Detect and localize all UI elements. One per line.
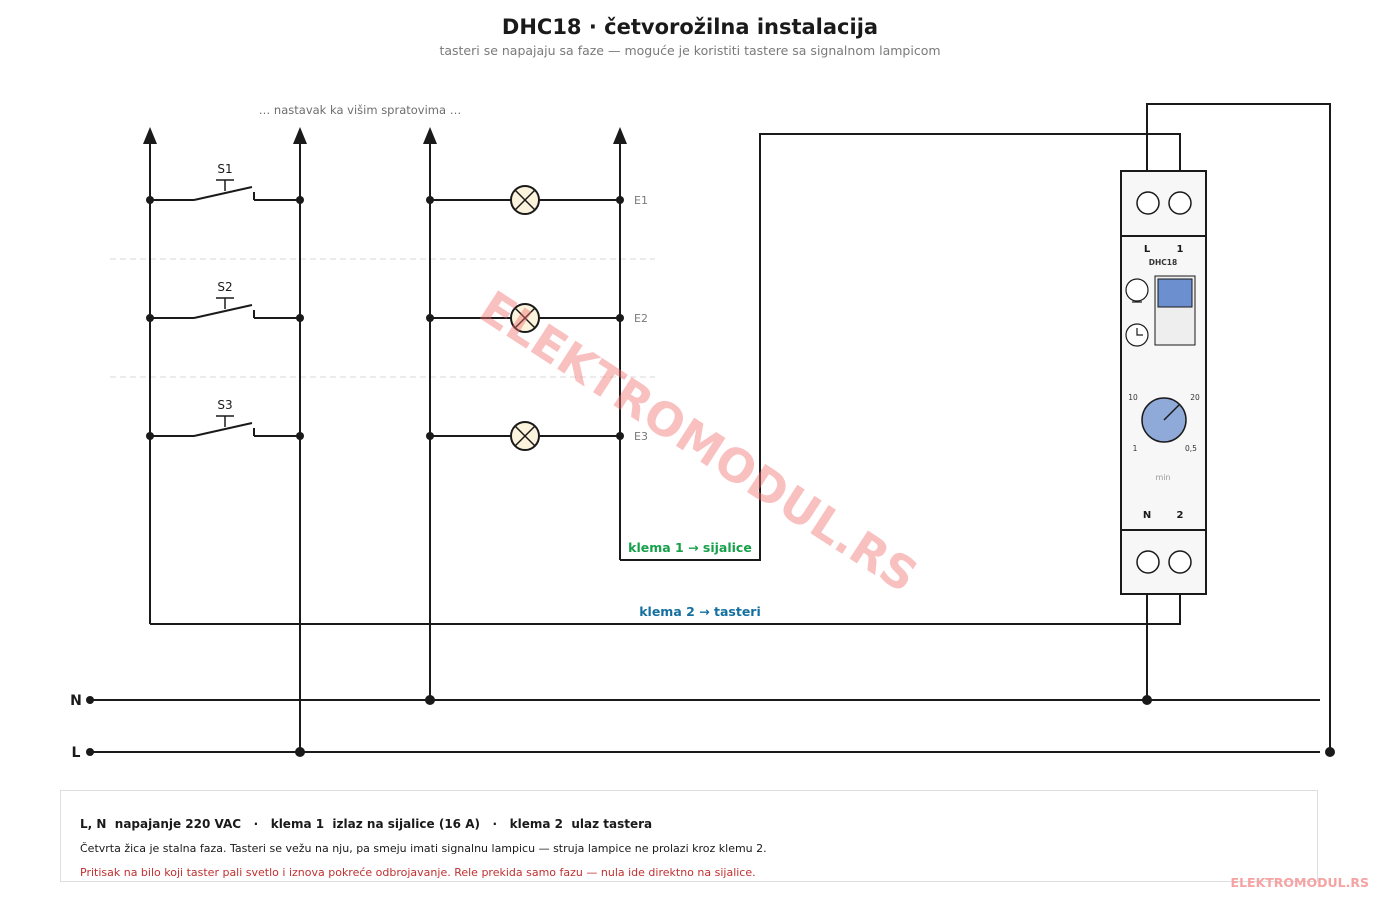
footer-brand: ELEKTROMODUL.RS (1230, 875, 1369, 890)
lamp-e1: E1 (426, 185, 648, 215)
dial-unit: min (1155, 473, 1170, 482)
continuation-note: … nastavak ka višim spratovima … (259, 103, 461, 117)
rail-line: L (72, 745, 1335, 761)
legend-box: L, N napajanje 220 VAC · klema 1 izlaz n… (60, 790, 1318, 882)
dial-mark: 20 (1190, 393, 1200, 402)
switch-s1: S1 (146, 162, 304, 204)
device-name: DHC18 (1149, 258, 1177, 267)
legend-line-terminals: L, N napajanje 220 VAC · klema 1 izlaz n… (80, 817, 653, 831)
riser-switch-input (143, 127, 157, 624)
device-dhc18: L 1 DHC18 10 20 1 0,5 min N 2 (1120, 170, 1207, 595)
terminal-label: 2 (1177, 510, 1184, 521)
arrow-up-icon (143, 127, 157, 144)
time-dial-knob (1141, 397, 1187, 443)
switch-s3: S3 (146, 398, 304, 440)
lamp-icon (1125, 278, 1149, 303)
rail-neutral: N (70, 693, 1320, 709)
klema1-label: klema 1 → sijalice (628, 540, 752, 555)
lamp-label: E1 (634, 194, 648, 207)
clock-icon (1125, 323, 1149, 347)
terminal-screw-icon (1168, 191, 1192, 215)
riser-lamp-neutral (423, 127, 437, 700)
page-subtitle: tasteri se napajaju sa faze — moguće je … (439, 43, 940, 58)
terminal-label: N (1143, 510, 1151, 521)
terminal-label: L (1144, 244, 1151, 255)
riser-switch-phase (293, 127, 307, 752)
switch-label: S2 (217, 280, 232, 294)
wire-klema1: klema 1 → sijalice (620, 133, 1181, 561)
legend-line-phase: Četvrta žica je stalna faza. Tasteri se … (80, 842, 767, 855)
lamp-label: E3 (634, 430, 648, 443)
legend-line-warning: Pritisak na bilo koji taster pali svetlo… (80, 866, 756, 879)
terminal-screw-icon (1136, 550, 1160, 574)
page-title: DHC18 · četvorožilna instalacija (502, 15, 878, 39)
arrow-up-icon (293, 127, 307, 144)
klema2-label: klema 2 → tasteri (639, 604, 761, 619)
rail-label: L (72, 745, 81, 761)
riser-lamp-output (613, 127, 627, 560)
terminal-screw-icon (1136, 191, 1160, 215)
dial-mark: 10 (1128, 393, 1138, 402)
switch-label: S3 (217, 398, 232, 412)
switch-label: S1 (217, 162, 232, 176)
terminal-label: 1 (1177, 244, 1184, 255)
rail-label: N (70, 693, 82, 709)
dial-mark: 0,5 (1185, 444, 1197, 453)
wire-klema2: klema 2 → tasteri (150, 594, 1181, 625)
lamp-e3: E3 (426, 421, 648, 451)
arrow-up-icon (613, 127, 627, 144)
wire-line-to-device (1146, 103, 1331, 752)
terminal-screw-icon (1168, 550, 1192, 574)
device-indicator (1157, 278, 1193, 308)
dial-mark: 1 (1133, 444, 1138, 453)
lamp-e2: E2 (426, 303, 648, 333)
lamp-label: E2 (634, 312, 648, 325)
switch-s2: S2 (146, 280, 304, 322)
arrow-up-icon (423, 127, 437, 144)
